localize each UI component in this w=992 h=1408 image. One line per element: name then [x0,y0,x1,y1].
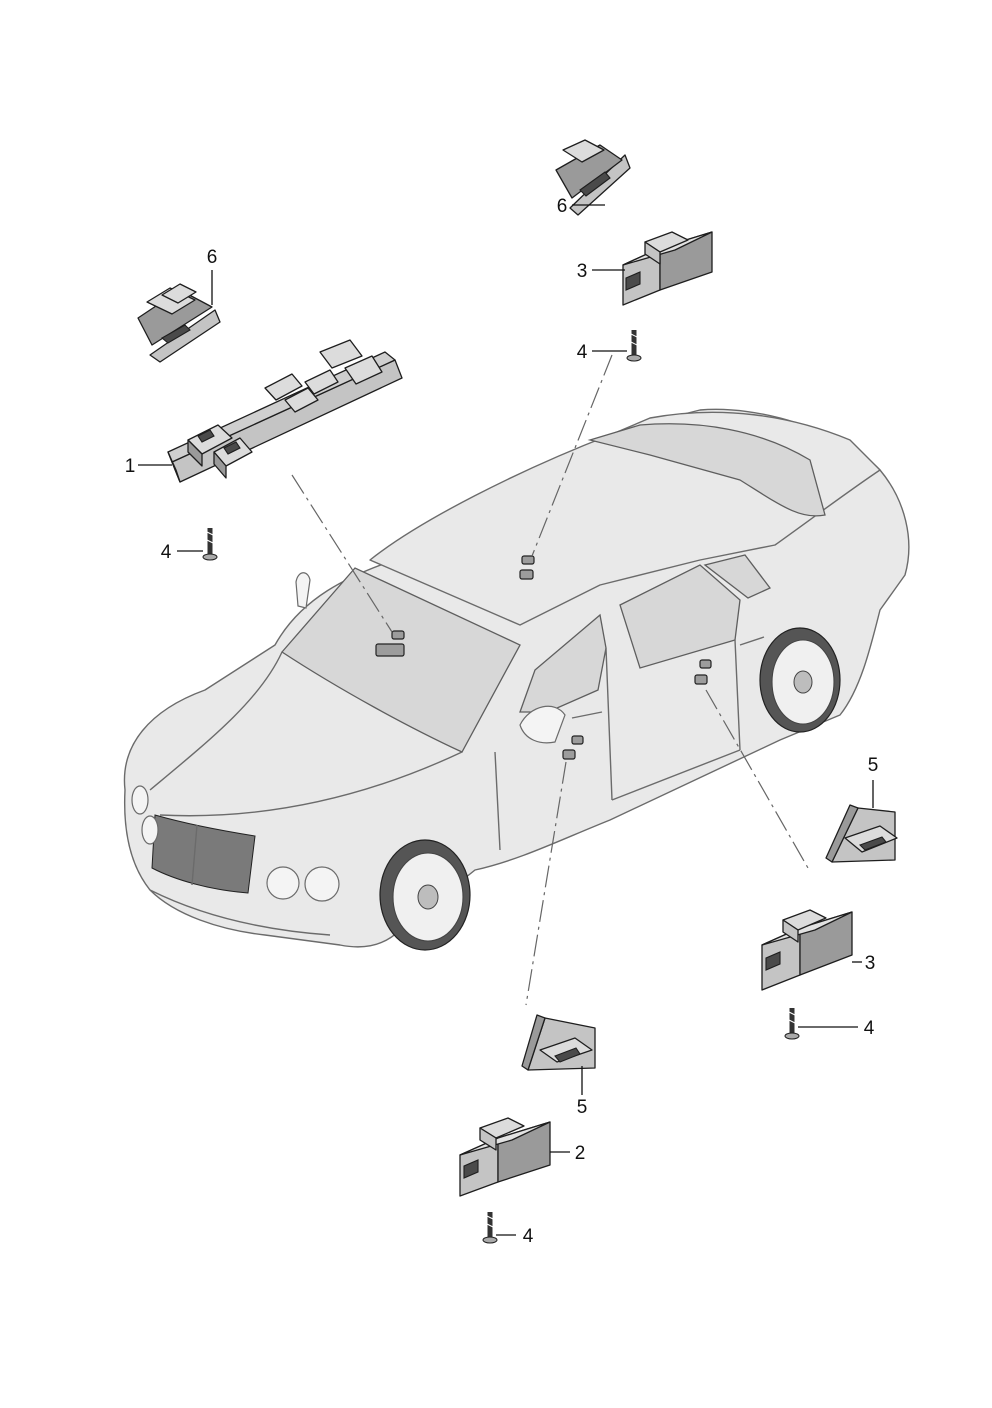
marker-driver-switch-panel [375,643,405,657]
rear-quarter-window [703,554,772,599]
door-handle-front [571,711,603,719]
driver-window-switch-panel [167,339,403,483]
switch-trim-6-top [555,139,631,216]
headlight-left-inner [131,785,149,815]
hood-crease [159,751,463,817]
headlight-outer [304,866,340,902]
callout-4-top: 4 [577,342,588,363]
front-grille [151,814,256,894]
front-door-line [494,647,613,851]
switch-trim-5-right [825,804,898,863]
callout-4-right: 4 [864,1018,875,1039]
window-switch-3-right [761,909,853,991]
callout-5-right: 5 [868,755,879,776]
hood-line [149,651,283,791]
car-illustration [123,408,910,951]
callout-2: 2 [575,1143,586,1164]
screw-4-driver-panel [202,528,218,561]
switch-trim-5-bottom [521,1014,596,1071]
sunroof [587,423,826,517]
location-line-driver-panel [291,474,393,633]
front-bumper [149,889,331,936]
marker-rear-door-switch-a [699,659,712,669]
callout-6-top: 6 [557,196,568,217]
callout-6-left: 6 [207,247,218,268]
callout-3-right: 3 [865,953,876,974]
grille-divider [191,824,198,886]
rear-wheel [759,627,841,733]
screw-4-right [784,1008,800,1040]
callout-3-top: 3 [577,261,588,282]
window-switch-2 [459,1117,551,1197]
screw-4-bottom [482,1212,498,1244]
marker-front-door-switch-a [571,735,584,745]
marker-front-door-switch-b [562,749,576,760]
side-mirror-right [519,705,566,744]
front-wheel [379,839,471,951]
door-handle-rear [739,636,765,646]
marker-passenger-switch-a [521,555,535,565]
headlight-inner [266,866,300,900]
marker-driver-switch-small [391,630,405,640]
marker-rear-door-switch-b [694,674,708,685]
headlight-left-outer [141,815,159,845]
rear-side-window [619,564,741,669]
side-mirror-left [295,572,311,609]
rear-door-line [611,639,741,801]
callout-1: 1 [125,456,136,477]
switch-trim-6-left [137,283,221,363]
marker-passenger-switch-b [519,569,534,580]
location-line-passenger-switch [531,354,613,557]
screw-4-top [626,330,642,362]
callout-4-driver: 4 [161,542,172,563]
window-switch-3-top [622,231,713,306]
callout-5-bottom: 5 [577,1097,588,1118]
callout-4-bottom: 4 [523,1226,534,1247]
location-line-front-door [525,761,567,1006]
